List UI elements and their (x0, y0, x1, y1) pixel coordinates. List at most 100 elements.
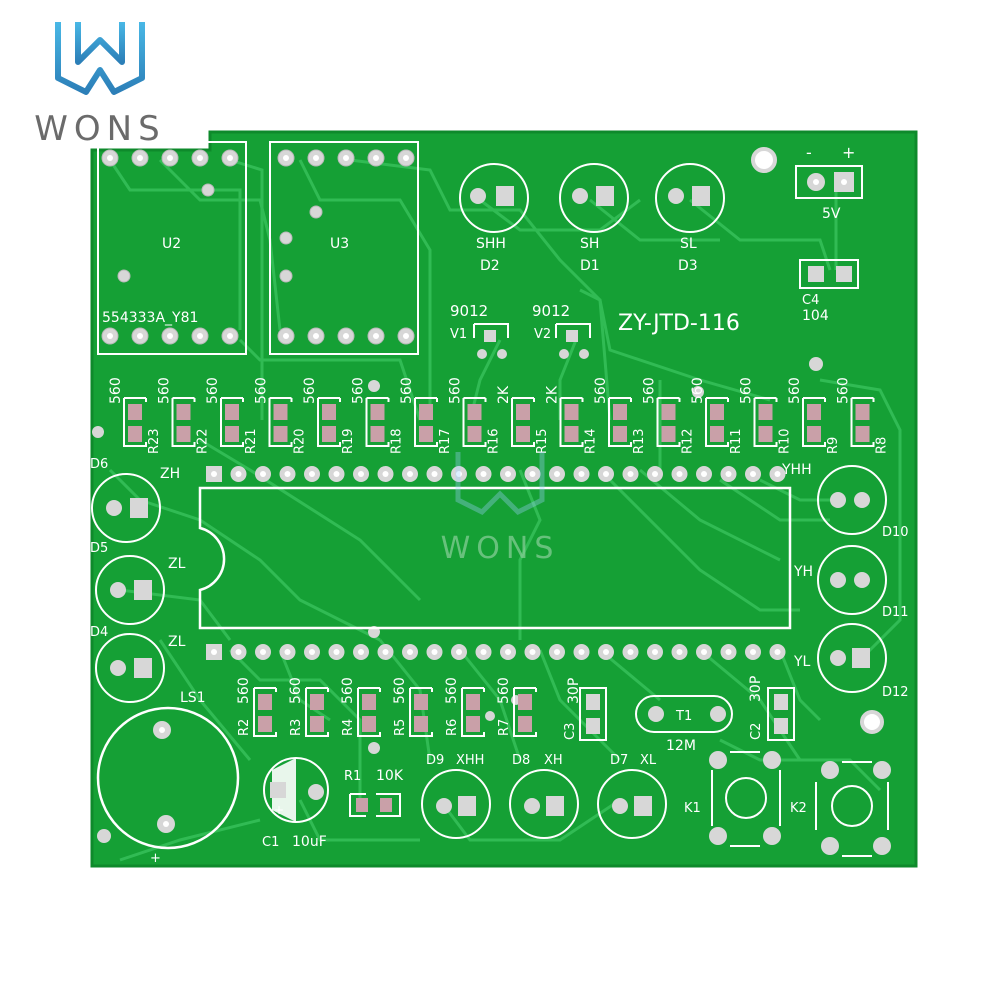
led-d9-name: XHH (456, 753, 484, 768)
chip-u3-label: U3 (330, 236, 349, 252)
led-d12 (817, 623, 887, 693)
led-d11-name: YH (793, 564, 813, 580)
transistor-v2-part: 9012 (532, 302, 570, 320)
chip-u2-part-label: 554333A_Y81 (102, 310, 198, 326)
capacitor-c1-value: 10uF (292, 834, 327, 850)
button-k1-ref: K1 (684, 801, 701, 816)
capacitor-c2 (767, 687, 795, 741)
socket-pin-bottom (475, 644, 492, 660)
led-d9-ref: D9 (426, 753, 444, 768)
led-d4-name: ZL (168, 634, 186, 650)
crystal-t1-value: 12M (666, 738, 696, 754)
transistor-v1-part: 9012 (450, 302, 488, 320)
resistor-r20-value: 560 (254, 377, 270, 404)
capacitor-c1 (263, 757, 329, 823)
socket-pin-top (549, 466, 565, 482)
led-d8-ref: D8 (512, 753, 530, 768)
resistor-r22 (171, 397, 196, 447)
power-voltage-label: 5V (822, 206, 841, 222)
led-d4 (95, 633, 165, 703)
resistor-r12 (656, 397, 681, 447)
button-k2-ref: K2 (790, 801, 807, 816)
crystal-t1-ref: T1 (675, 709, 692, 724)
resistor-r8-value: 560 (836, 377, 852, 404)
socket-pin-bottom (402, 644, 418, 660)
capacitor-c3-value: 30P (566, 678, 582, 704)
buzzer-ls1 (96, 706, 240, 850)
resistor-r20 (268, 397, 293, 447)
socket-pin-bottom (622, 644, 639, 660)
socket-pin-bottom (671, 644, 688, 660)
mounting-hole-right (860, 710, 884, 734)
pcb-board (90, 130, 918, 868)
led-d7-name: XL (640, 753, 657, 768)
socket-pin-bottom (696, 644, 712, 660)
resistor-r17-ref: R17 (438, 428, 453, 454)
resistor-r9-ref: R9 (826, 437, 841, 454)
resistor-r5 (409, 687, 433, 737)
resistor-r23-value: 560 (108, 377, 124, 404)
socket-pin-bottom (451, 644, 467, 660)
resistor-r4 (357, 687, 381, 737)
socket-pins-top (206, 466, 786, 482)
socket-pin-bottom (426, 644, 443, 660)
led-d6-name: ZH (160, 466, 180, 482)
resistor-r1-ref: R1 (344, 769, 361, 784)
socket-pin-bottom (328, 644, 345, 660)
led-d11 (817, 545, 887, 615)
led-d10 (817, 465, 887, 535)
capacitor-c3-ref: C3 (563, 723, 578, 740)
main-ic-socket (198, 486, 792, 630)
led-d4-ref: D4 (90, 625, 108, 640)
power-plus-label: + (842, 143, 855, 162)
chip-u2 (97, 141, 247, 355)
socket-pin-bottom (573, 644, 590, 660)
resistor-r9-value: 560 (787, 377, 803, 404)
led-d1-name: SH (580, 236, 599, 252)
resistor-r1 (349, 793, 401, 817)
socket-pin-top (745, 466, 761, 482)
buzzer-ls1-ref: LS1 (180, 690, 206, 706)
socket-pin-top (524, 466, 541, 482)
crystal-t1 (635, 695, 733, 733)
resistor-r11-value: 560 (690, 377, 706, 404)
resistor-r3-ref: R3 (289, 719, 304, 736)
resistor-r13-ref: R13 (632, 428, 647, 454)
resistor-r1-value: 10K (376, 768, 404, 784)
socket-pin-bottom (279, 644, 296, 660)
resistor-r21-value: 560 (205, 377, 221, 404)
socket-pin-bottom (549, 644, 565, 660)
resistor-r13 (608, 397, 632, 447)
resistor-r5-value: 560 (392, 677, 408, 704)
transistor-v2 (555, 323, 591, 359)
socket-pin-top (671, 466, 688, 482)
resistor-r14-ref: R14 (584, 428, 599, 454)
resistor-r18-ref: R18 (390, 428, 405, 454)
capacitor-c1-polarity: + (274, 803, 284, 817)
led-d10-ref: D10 (882, 525, 909, 540)
led-d5-name: ZL (168, 556, 186, 572)
socket-pin-bottom (745, 644, 761, 660)
button-k1 (709, 751, 781, 847)
socket-pin-bottom (206, 644, 222, 660)
socket-pin-bottom (500, 644, 516, 660)
resistor-r3 (305, 687, 329, 737)
resistor-r17 (414, 397, 438, 447)
resistor-r2-value: 560 (236, 677, 252, 704)
resistor-r9 (802, 397, 826, 447)
resistor-r10 (753, 397, 778, 447)
socket-pin-top (230, 466, 247, 482)
resistor-r15-value: 2K (496, 385, 512, 404)
resistor-r18-value: 560 (351, 377, 367, 404)
led-d3-ref: D3 (678, 258, 698, 274)
capacitor-c2-value: 30P (748, 676, 764, 702)
socket-pin-top (206, 466, 222, 482)
led-d3-name: SL (680, 236, 697, 252)
capacitor-c4-value: 104 (802, 308, 829, 324)
resistor-r4-ref: R4 (341, 719, 356, 736)
resistor-r12-ref: R12 (681, 428, 696, 454)
resistor-r8 (850, 397, 875, 447)
resistor-r16-ref: R16 (487, 428, 502, 454)
socket-pin-bottom (647, 644, 663, 660)
